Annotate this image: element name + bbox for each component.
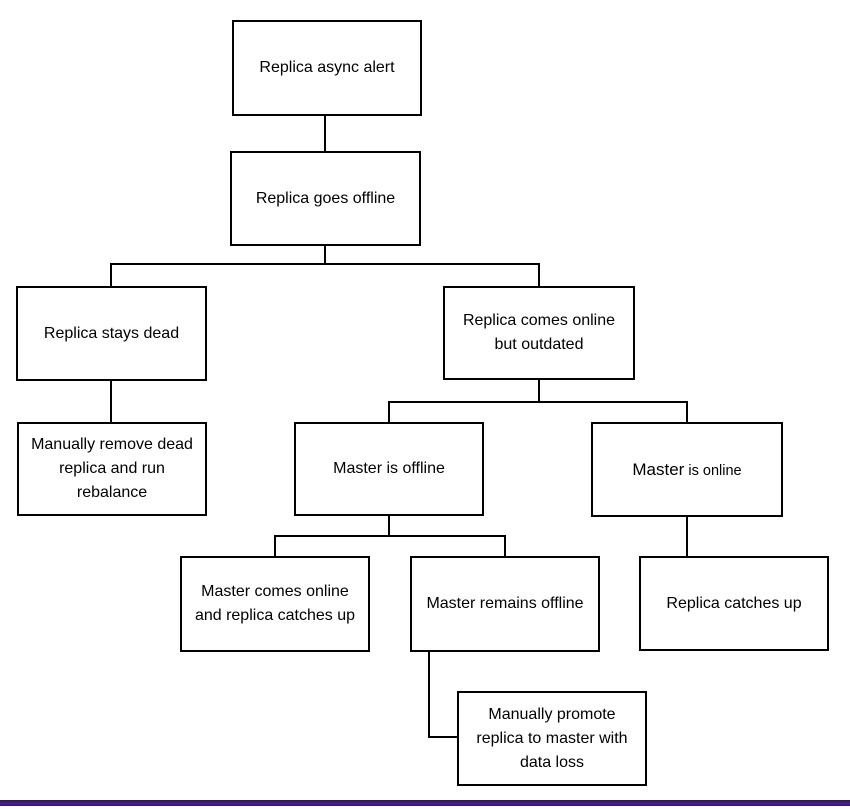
node-label: Manually promote replica to master with … [476, 705, 628, 771]
node-manually-remove-dead-replica: Manually remove dead replica and run reb… [17, 422, 207, 516]
edge-replica-goes-offline-stem [324, 246, 326, 265]
node-label-rest: is online [684, 462, 742, 479]
bottom-border-bar [0, 800, 850, 806]
edge-replica-comes-online-branch-bar [388, 401, 688, 403]
node-label: Master is offline [333, 460, 445, 477]
node-replica-goes-offline: Replica goes offline [230, 151, 421, 246]
edge-branch-to-master-remains-offline [504, 535, 506, 556]
node-master-is-online: Master is online [591, 422, 783, 517]
node-replica-comes-online-but-outdated: Replica comes online but outdated [443, 286, 635, 380]
edge-branch-to-replica-comes-online [538, 263, 540, 286]
node-master-is-offline: Master is offline [294, 422, 484, 516]
edge-branch-to-master-is-offline [388, 401, 390, 422]
node-replica-stays-dead: Replica stays dead [16, 286, 207, 381]
node-master-comes-online: Master comes online and replica catches … [180, 556, 370, 652]
node-replica-async-alert: Replica async alert [232, 20, 422, 116]
node-master-remains-offline: Master remains offline [410, 556, 600, 652]
edge-branch-to-replica-stays-dead [110, 263, 112, 286]
node-label: Master comes online and replica catches … [194, 583, 356, 624]
edge-master-is-online-to-replica-catches-up [686, 517, 688, 556]
node-label: Master is online [632, 457, 741, 483]
edge-replica-goes-offline-branch-bar [110, 263, 540, 265]
node-label: Manually remove dead replica and run reb… [31, 436, 193, 501]
node-replica-catches-up: Replica catches up [639, 556, 829, 651]
edge-replica-async-alert-to-replica-goes-offline [324, 116, 326, 151]
node-label: Replica stays dead [43, 324, 180, 342]
node-label: Replica comes online but outdated [462, 312, 616, 353]
edge-branch-to-master-is-online [686, 401, 688, 422]
node-label-main: Master [632, 459, 685, 479]
edge-branch-to-master-comes-online [274, 535, 276, 556]
node-label: Replica async alert [259, 59, 395, 76]
edge-master-is-offline-stem [388, 516, 390, 536]
edge-master-remains-offline-drop [428, 652, 430, 738]
edge-replica-comes-online-stem [538, 380, 540, 403]
node-label: Replica catches up [666, 594, 802, 612]
edge-master-is-offline-branch-bar [274, 535, 506, 537]
edge-elbow-to-manually-promote [428, 736, 457, 738]
node-manually-promote-replica: Manually promote replica to master with … [457, 691, 647, 786]
edge-replica-stays-dead-to-manually-remove [110, 381, 112, 422]
node-label: Replica goes offline [255, 189, 396, 207]
node-label: Master remains offline [426, 595, 584, 612]
